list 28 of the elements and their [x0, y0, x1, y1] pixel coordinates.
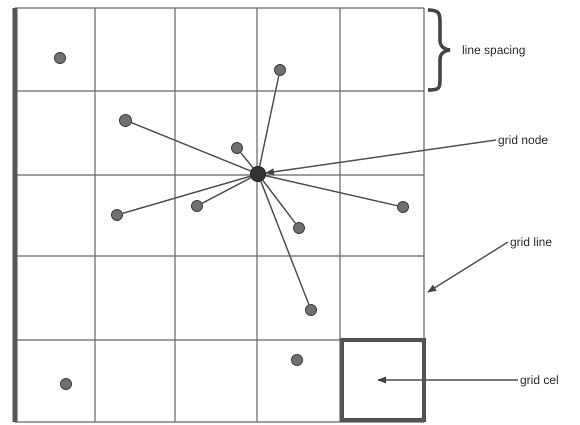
- data-point: [54, 52, 66, 64]
- callout-label: grid node: [498, 132, 548, 148]
- data-point: [118, 114, 132, 126]
- callout-label: grid line: [510, 234, 552, 250]
- connector-line: [202, 177, 252, 204]
- connector-line: [260, 181, 310, 305]
- connector-line: [122, 176, 251, 214]
- data-point: [274, 64, 286, 76]
- callout-label: grid cel: [520, 372, 559, 388]
- connector-line: [240, 152, 254, 168]
- data-point: [231, 142, 243, 154]
- data-point: [191, 200, 203, 212]
- data-point: [60, 378, 72, 390]
- data-point: [111, 209, 123, 221]
- data-point: [291, 354, 303, 366]
- connector-line: [262, 180, 296, 224]
- brace-label: line spacing: [462, 42, 526, 58]
- leader-arrow: [265, 139, 496, 176]
- data-point: [293, 222, 305, 234]
- data-point: [250, 166, 266, 182]
- leader-arrow: [427, 241, 508, 293]
- connector-line: [266, 175, 398, 206]
- leader-arrow: [377, 376, 518, 384]
- connector-line: [130, 122, 251, 172]
- data-point: [305, 304, 317, 316]
- connector-line: [258, 76, 280, 166]
- data-point: [397, 201, 409, 213]
- grid-cell-highlight: [340, 338, 426, 422]
